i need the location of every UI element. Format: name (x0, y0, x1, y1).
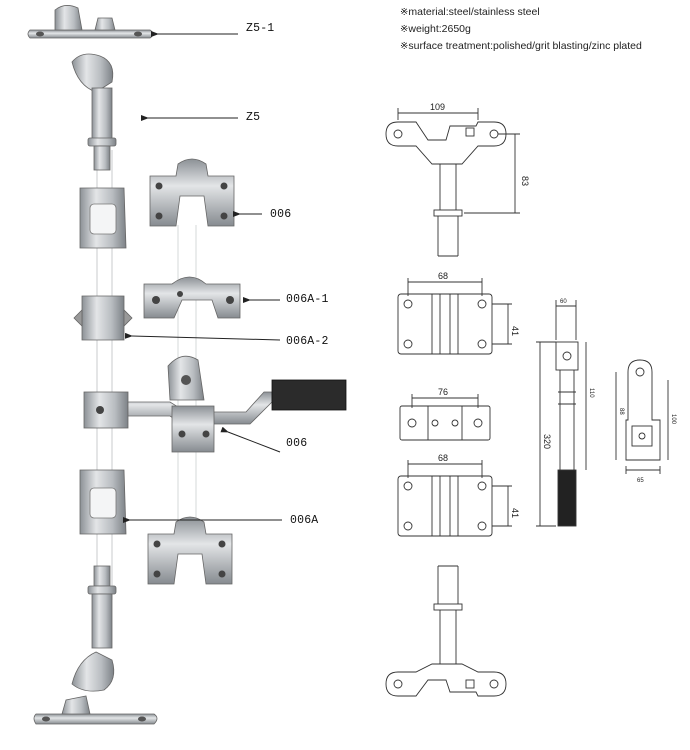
dimension-labels: 109 83 68 41 76 68 41 60 110 320 65 100 … (430, 102, 676, 518)
label-006-bracket: 006 (270, 208, 292, 221)
label-006a-2: 006A-2 (286, 335, 329, 348)
dim-top-width: 109 (430, 102, 445, 112)
dim-handle-top: 60 (560, 299, 567, 305)
dim-side-small: 88 (618, 408, 624, 415)
line-drawings (385, 108, 669, 697)
drawing-handle-side (536, 300, 587, 527)
spec-material: ※material:steel/stainless steel (400, 6, 540, 18)
drawing-bottom-cam (385, 565, 507, 697)
dim-side-width: 65 (637, 478, 644, 484)
label-006a-1: 006A-1 (286, 293, 329, 306)
part-rod-guide-lower (79, 469, 127, 535)
drawing-bracket-68-lower (397, 460, 512, 537)
part-006-bracket-upper (149, 158, 235, 227)
dim-bracket1-height: 41 (510, 326, 520, 336)
part-006a-1-bracket (143, 276, 241, 319)
drawing-plate-76 (399, 394, 491, 441)
part-z5-1-top-keeper (27, 5, 154, 39)
dim-top-height: 83 (520, 176, 530, 186)
drawing-end-view (615, 359, 669, 474)
spec-surface-treatment: ※surface treatment:polished/grit blastin… (400, 40, 642, 52)
part-006-handle-assembly (83, 355, 347, 453)
part-bottom-cam (71, 565, 117, 692)
label-z5: Z5 (246, 111, 261, 124)
dim-handle-mid: 110 (588, 388, 594, 398)
part-bottom-keeper (33, 695, 158, 725)
drawing-top-cam (385, 108, 520, 257)
assembly-illustration (27, 5, 347, 725)
part-006a-2-guide (73, 295, 133, 341)
dim-plate-width: 76 (438, 387, 448, 397)
dim-handle-total: 320 (542, 434, 552, 449)
pointer-006a-2 (124, 332, 281, 341)
label-z5-1: Z5-1 (246, 22, 275, 35)
dim-bracket1-width: 68 (438, 271, 448, 281)
part-006-bracket-lower (147, 516, 233, 585)
drawing-bracket-68-upper (397, 278, 512, 355)
label-006-handle: 006 (286, 437, 308, 450)
part-rod-guide-upper (79, 187, 127, 249)
dim-bracket2-height: 41 (510, 508, 520, 518)
label-006a: 006A (290, 514, 319, 527)
spec-weight: ※weight:2650g (400, 23, 471, 35)
dim-side-height: 100 (670, 414, 676, 425)
dim-bracket2-width: 68 (438, 453, 448, 463)
pointer-006-handle (220, 426, 281, 453)
handle-grip (271, 379, 347, 411)
part-z5-top-cam (71, 53, 117, 171)
